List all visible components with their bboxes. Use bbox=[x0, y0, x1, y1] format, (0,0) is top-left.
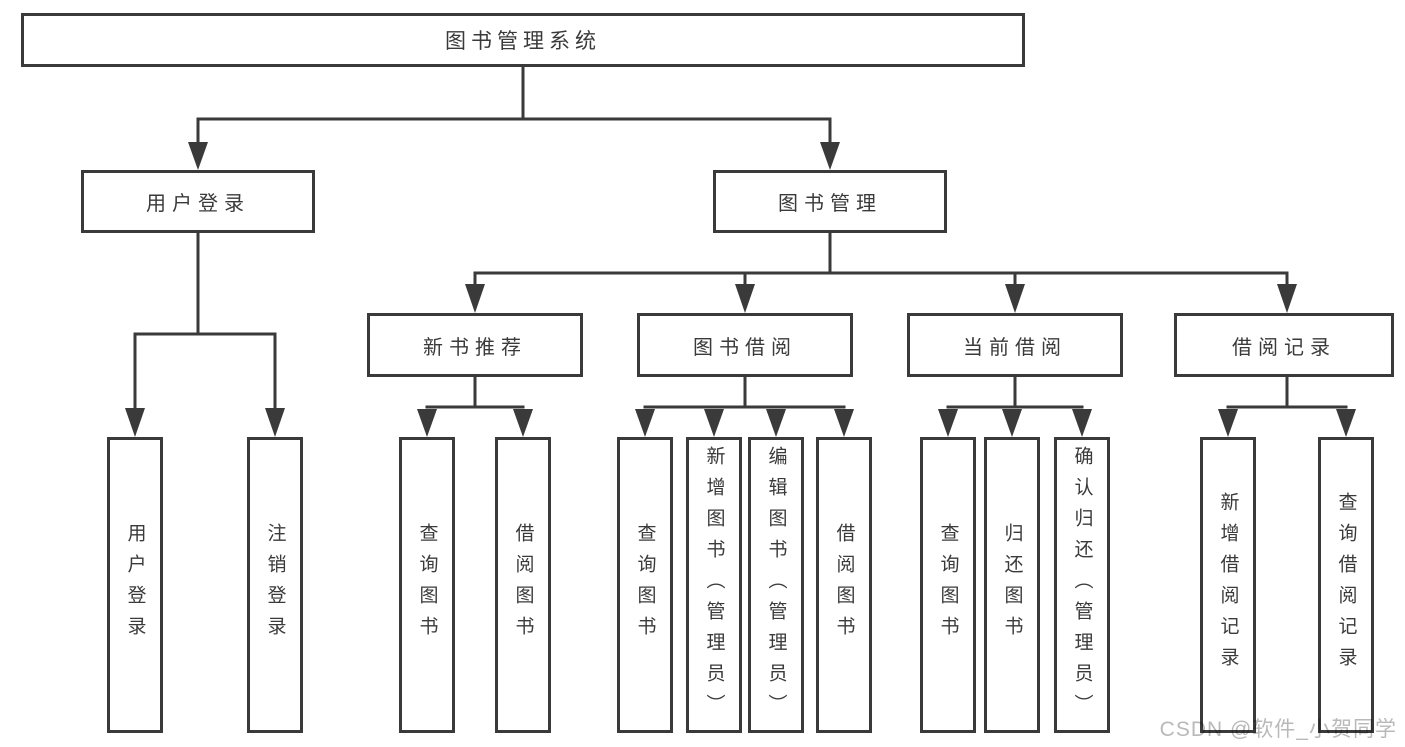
leaf-borrow-add-books-admin: 新增图书（管理员） bbox=[686, 437, 742, 733]
leaf-borrow-borrow-books-label: 借阅图书 bbox=[833, 523, 855, 647]
node-root: 图书管理系统 bbox=[21, 13, 1025, 67]
node-current-borrow: 当前借阅 bbox=[907, 313, 1123, 377]
leaf-current-confirm-return-admin: 确认归还（管理员） bbox=[1054, 437, 1110, 733]
leaf-borrow-borrow-books: 借阅图书 bbox=[816, 437, 872, 733]
leaf-borrow-query-books-label: 查询图书 bbox=[634, 523, 656, 647]
connector-edges bbox=[133, 65, 1348, 412]
node-book-borrow-label: 图书借阅 bbox=[693, 336, 797, 359]
leaf-newbook-borrow-books: 借阅图书 bbox=[495, 437, 551, 733]
leaf-newbook-query-books: 查询图书 bbox=[399, 437, 455, 733]
node-borrow-records: 借阅记录 bbox=[1174, 313, 1394, 377]
watermark: CSDN @软件_小贺同学 bbox=[1159, 718, 1397, 741]
node-current-borrow-label: 当前借阅 bbox=[963, 336, 1067, 359]
node-book-management: 图书管理 bbox=[713, 170, 947, 233]
leaf-records-query-record: 查询借阅记录 bbox=[1318, 437, 1374, 733]
leaf-borrow-query-books: 查询图书 bbox=[617, 437, 673, 733]
node-new-book-recommend: 新书推荐 bbox=[367, 313, 583, 377]
leaf-newbook-query-books-label: 查询图书 bbox=[416, 523, 438, 647]
leaf-records-query-record-label: 查询借阅记录 bbox=[1335, 492, 1357, 678]
node-borrow-records-label: 借阅记录 bbox=[1232, 336, 1336, 359]
arrowheads bbox=[125, 142, 1356, 437]
node-user-login-label: 用户登录 bbox=[146, 193, 250, 215]
leaf-user-login-label: 用户登录 bbox=[124, 523, 146, 647]
leaf-user-login: 用户登录 bbox=[107, 437, 163, 733]
leaf-borrow-add-books-admin-label: 新增图书（管理员） bbox=[703, 445, 725, 725]
leaf-borrow-edit-books-admin: 编辑图书（管理员） bbox=[748, 437, 804, 733]
leaf-records-add-record: 新增借阅记录 bbox=[1200, 437, 1256, 733]
leaf-current-query-books: 查询图书 bbox=[920, 437, 976, 733]
node-book-borrow: 图书借阅 bbox=[637, 313, 853, 377]
leaf-current-confirm-return-admin-label: 确认归还（管理员） bbox=[1071, 445, 1093, 725]
leaf-records-add-record-label: 新增借阅记录 bbox=[1217, 492, 1239, 678]
leaf-borrow-edit-books-admin-label: 编辑图书（管理员） bbox=[765, 445, 787, 725]
leaf-logout-label: 注销登录 bbox=[264, 523, 286, 647]
node-root-label: 图书管理系统 bbox=[445, 30, 601, 53]
node-new-book-recommend-label: 新书推荐 bbox=[423, 336, 527, 359]
leaf-current-query-books-label: 查询图书 bbox=[937, 523, 959, 647]
node-book-management-label: 图书管理 bbox=[778, 193, 882, 215]
leaf-newbook-borrow-books-label: 借阅图书 bbox=[512, 523, 534, 647]
leaf-logout: 注销登录 bbox=[247, 437, 303, 733]
node-user-login: 用户登录 bbox=[81, 170, 315, 233]
leaf-current-return-books: 归还图书 bbox=[984, 437, 1040, 733]
leaf-current-return-books-label: 归还图书 bbox=[1001, 523, 1023, 647]
